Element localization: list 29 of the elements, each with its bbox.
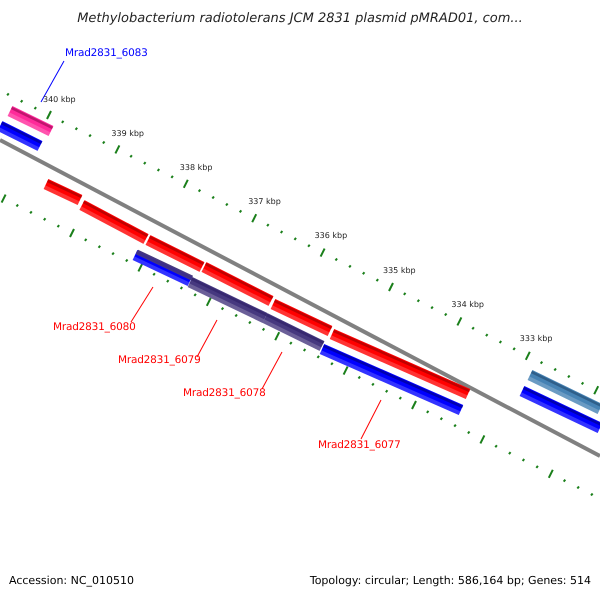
leader-line [360,400,382,440]
gene-bar [44,179,82,205]
leader-line [40,60,64,102]
accession-text: Accession: NC_010510 [9,575,134,586]
summary-text: Topology: circular; Length: 586,164 bp; Genes: 514 [310,575,591,586]
scale-label: 333 kbp [520,334,552,343]
scale-label: 335 kbp [383,266,416,274]
gene-label: Mrad2831_6078 [183,388,266,398]
title: Methylobacterium radiotolerans JCM 2831 plasmid pMRAD01, com... [76,10,524,28]
leader-line [262,352,282,390]
gene-label: Mrad2831_6083 [65,48,148,58]
gene-bar [0,121,42,151]
gene-bar [520,386,600,433]
gene-bar [262,313,324,351]
gene-bar [132,250,194,286]
gene-label: Mrad2831_6079 [118,355,201,366]
gene-bar [188,277,268,323]
scale-label: 336 kbp [314,232,348,240]
leader-line [130,286,154,322]
gene-bar [79,200,149,244]
scale-label: 339 kbp [111,130,144,138]
leader-line [196,320,218,358]
gene-label: Mrad2831_6077 [318,440,401,450]
scale-label: 334 kbp [451,300,484,309]
gene-label: Mrad2831_6080 [53,322,136,332]
scale-label: 340 kbp [43,96,76,104]
scale-label: 337 kbp [248,198,281,206]
gene-bar [320,344,464,416]
scale-label: 338 kbp [180,164,212,172]
